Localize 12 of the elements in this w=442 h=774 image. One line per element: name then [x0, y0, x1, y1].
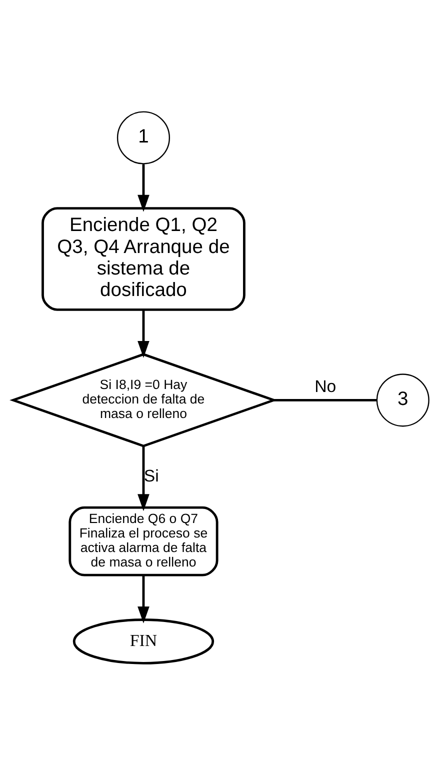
node-circle: 1: [116, 110, 170, 164]
edge-label: No: [314, 376, 336, 396]
node-box: Enciende Q6 o Q7 Finaliza el proceso se activa alarma de falta de masa o relleno: [68, 506, 218, 576]
arrow: [138, 575, 150, 623]
arrow: [138, 309, 150, 358]
node-circle: 3: [376, 373, 430, 426]
node-box: Enciende Q1, Q2 Q3, Q4 Arranque de sistema de dosificado: [42, 206, 246, 310]
arrow: [138, 164, 150, 212]
node-ellipse: FIN: [72, 618, 214, 664]
arrow: [138, 446, 150, 511]
edge-label: Si: [144, 466, 159, 485]
connector: [274, 398, 377, 401]
